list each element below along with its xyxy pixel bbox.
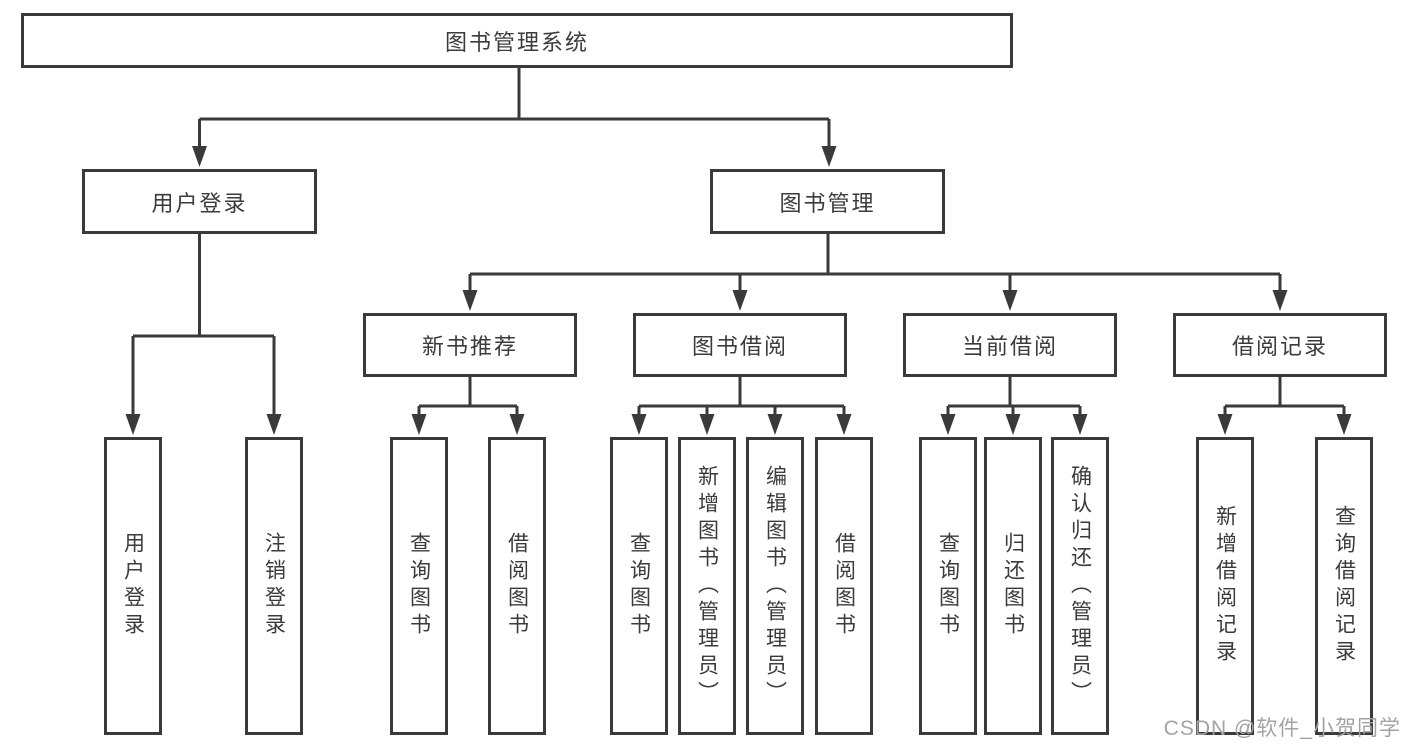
leaf-borrow-add-books-admin-label: 新增图书（管理员） [695,464,719,708]
leaf-newbook-borrow-books: 借阅图书 [488,437,546,735]
leaf-newbook-borrow-books-label: 借阅图书 [505,532,529,640]
watermark: CSDN @软件_小贺同学 [1163,717,1401,740]
leaf-records-add-record: 新增借阅记录 [1196,437,1254,735]
leaf-borrow-borrow-books-label: 借阅图书 [832,532,856,640]
node-book-borrow-label: 图书借阅 [691,334,788,359]
leaf-current-return-books: 归还图书 [984,437,1042,735]
node-book-borrow: 图书借阅 [633,313,847,377]
node-root-label: 图书管理系统 [444,29,589,55]
leaf-current-confirm-return-admin-label: 确认归还（管理员） [1068,464,1092,708]
leaf-borrow-borrow-books: 借阅图书 [815,437,873,735]
leaf-borrow-edit-books-admin-label: 编辑图书（管理员） [763,464,787,708]
node-borrow-records-label: 借阅记录 [1231,334,1328,359]
node-current-borrow: 当前借阅 [903,313,1117,377]
leaf-newbook-query-books: 查询图书 [390,437,448,735]
leaf-records-add-record-label: 新增借阅记录 [1213,505,1237,667]
node-borrow-records: 借阅记录 [1173,313,1387,377]
connector-current-to-leaves [940,376,1088,435]
node-user-login: 用户登录 [82,169,317,234]
leaf-current-query-books: 查询图书 [919,437,977,735]
node-book-management-label: 图书管理 [779,190,876,216]
leaf-borrow-query-books: 查询图书 [610,437,668,735]
leaf-current-confirm-return-admin: 确认归还（管理员） [1051,437,1109,735]
connector-borrow-to-leaves [631,376,852,435]
leaf-logout-login-label: 注销登录 [262,532,286,640]
leaf-user-login: 用户登录 [104,437,162,735]
connector-root-to-level2 [192,67,837,167]
leaf-current-return-books-label: 归还图书 [1001,532,1025,640]
connector-records-to-leaves [1217,376,1352,435]
node-current-borrow-label: 当前借阅 [961,334,1058,359]
leaf-current-query-books-label: 查询图书 [936,532,960,640]
leaf-logout-login: 注销登录 [245,437,303,735]
leaf-borrow-add-books-admin: 新增图书（管理员） [678,437,736,735]
leaf-user-login-label: 用户登录 [121,532,145,640]
leaf-borrow-edit-books-admin: 编辑图书（管理员） [746,437,804,735]
node-book-management: 图书管理 [710,169,945,234]
leaf-newbook-query-books-label: 查询图书 [407,532,431,640]
node-user-login-label: 用户登录 [151,190,248,216]
leaf-borrow-query-books-label: 查询图书 [627,532,651,640]
node-root: 图书管理系统 [21,13,1013,68]
leaf-records-query-record-label: 查询借阅记录 [1332,505,1356,667]
node-new-book-recommend: 新书推荐 [363,313,577,377]
connector-newbook-to-leaves [411,376,525,435]
connector-login-to-leaves [125,233,282,435]
connector-mgmt-to-level3 [462,233,1288,311]
node-new-book-recommend-label: 新书推荐 [421,334,518,359]
leaf-records-query-record: 查询借阅记录 [1315,437,1373,735]
